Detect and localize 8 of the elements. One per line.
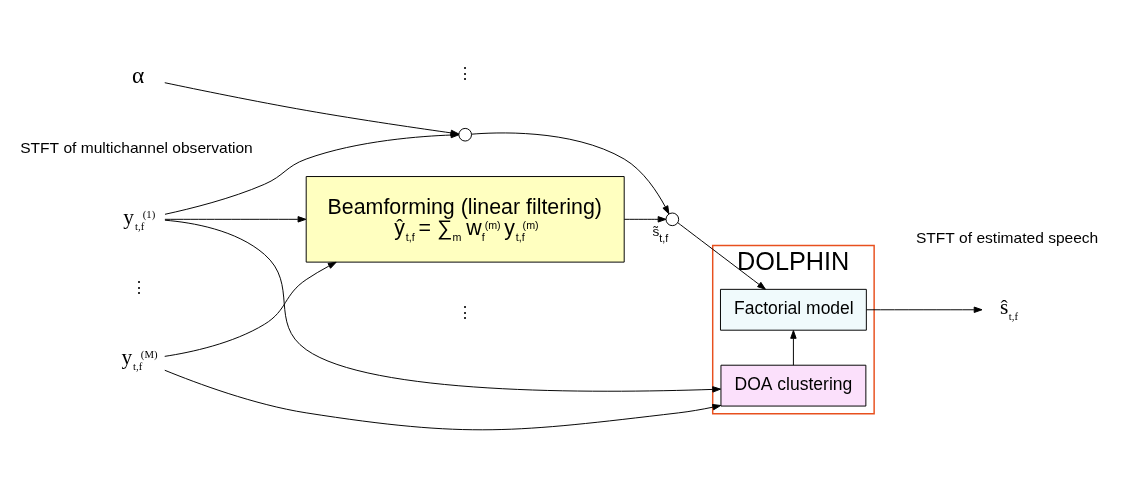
node-text: ŝ$_{t,f}$ [1000, 294, 1019, 322]
node-label: s̃$_{t,f}$ [652, 223, 669, 244]
label: ⋮ [457, 303, 474, 321]
label: STFT of estimated speech [915, 228, 1099, 246]
label: ⋮ [130, 278, 147, 296]
label: ⋮ [457, 64, 474, 82]
label: STFT of multichannel observation [20, 138, 253, 156]
node-text: α [132, 61, 145, 88]
